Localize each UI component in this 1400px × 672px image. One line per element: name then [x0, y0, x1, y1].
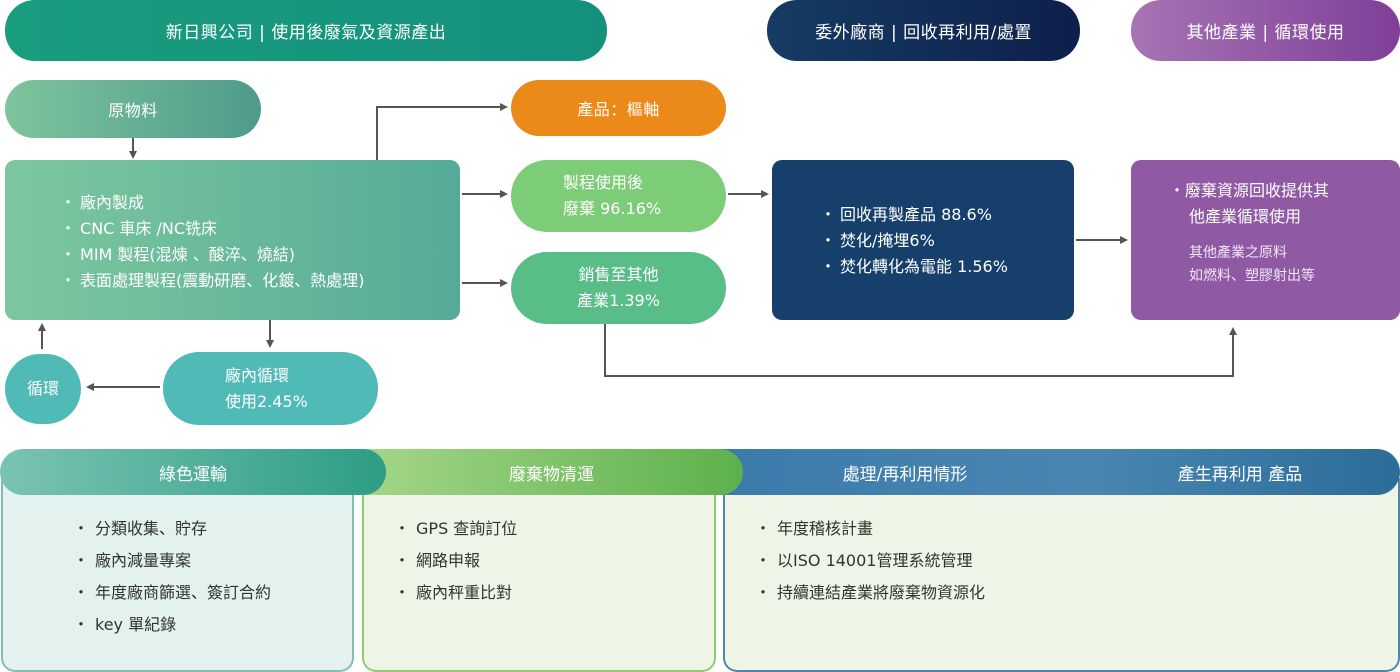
bar-reuse-products: 產生再利用 產品 — [1040, 449, 1400, 495]
panel-green-transport: 分類收集、貯存 廠內減量專案 年度廠商篩選、簽訂合約 key 單紀錄 — [1, 478, 354, 672]
panel-waste-clearance: GPS 查詢訂位 網路申報 廠內秤重比對 — [362, 478, 716, 672]
sold-to-other-node: 銷售至其他 產業1.39% — [511, 252, 726, 324]
internal-recycle-node: 廠內循環 使用2.45% — [163, 352, 378, 425]
other-bullet-line2: 他產業循環使用 — [1189, 207, 1302, 226]
sold-line2: 產業1.39% — [577, 291, 660, 310]
waste-clearance-list: GPS 查詢訂位 網路申報 廠內秤重比對 — [394, 513, 714, 609]
vendor-item: 回收再製產品 88.6% — [820, 202, 1074, 228]
process-item: MIM 製程(混煉 、酸淬、燒結) — [60, 242, 460, 268]
green-transport-item: 分類收集、貯存 — [73, 513, 352, 545]
arrow-process-to-product — [376, 103, 508, 160]
product-node: 產品：樞軸 — [511, 80, 726, 136]
green-transport-list: 分類收集、貯存 廠內減量專案 年度廠商篩選、簽訂合約 key 單紀錄 — [73, 513, 352, 641]
internal-recycle-line1: 廠內循環 — [225, 365, 290, 385]
other-bullet: ・廢棄資源回收提供其 他產業循環使用 — [1169, 178, 1400, 230]
header-other-industry: 其他產業 | 循環使用 — [1131, 0, 1400, 61]
loop-label: 循環 — [26, 379, 59, 398]
waste-clearance-item: 廠內秤重比對 — [394, 577, 714, 609]
sold-line1: 銷售至其他 — [578, 265, 659, 284]
green-transport-item: key 單紀錄 — [73, 609, 352, 641]
waste-clearance-item: 網路申報 — [394, 545, 714, 577]
process-list: 廠內製成 CNC 車床 /NC铣床 MIM 製程(混煉 、酸淬、燒結) 表面處理… — [60, 190, 460, 294]
vendor-item: 焚化/掩埋6% — [820, 228, 1074, 254]
process-item: CNC 車床 /NC铣床 — [60, 216, 460, 242]
waste-clearance-item: GPS 查詢訂位 — [394, 513, 714, 545]
process-item: 廠內製成 — [60, 190, 460, 216]
bar-waste-clearance: 廢棄物清運 — [340, 449, 743, 495]
other-bullet-line1: 廢棄資源回收提供其 — [1185, 181, 1330, 200]
other-note: 其他產業之原料 如燃料、塑膠射出等 — [1169, 242, 1400, 288]
vendor-list: 回收再製產品 88.6% 焚化/掩埋6% 焚化轉化為電能 1.56% — [820, 202, 1074, 280]
green-transport-item: 年度廠商篩選、簽訂合約 — [73, 577, 352, 609]
internal-recycle-line2: 使用2.45% — [225, 391, 308, 411]
bullet-dot: ・ — [1169, 181, 1186, 200]
raw-material-node: 原物料 — [5, 80, 261, 138]
bar-treatment: 處理/再利用情形 — [700, 449, 1090, 495]
green-transport-item: 廠內減量專案 — [73, 545, 352, 577]
loop-node: 循環 — [5, 354, 81, 424]
vendor-box: 回收再製產品 88.6% 焚化/掩埋6% 焚化轉化為電能 1.56% — [772, 160, 1074, 320]
process-item: 表面處理製程(震動研磨、化鍍、熱處理) — [60, 268, 460, 294]
treatment-item: 以ISO 14001管理系統管理 — [755, 545, 1398, 577]
treatment-list: 年度稽核計畫 以ISO 14001管理系統管理 持續連結產業將廢棄物資源化 — [755, 513, 1398, 609]
waste-line1: 製程使用後 — [563, 173, 644, 192]
waste-after-use-node: 製程使用後 廢棄 96.16% — [511, 160, 726, 232]
treatment-item: 年度稽核計畫 — [755, 513, 1398, 545]
treatment-item: 持續連結產業將廢棄物資源化 — [755, 577, 1398, 609]
other-industry-box: ・廢棄資源回收提供其 他產業循環使用 其他產業之原料 如燃料、塑膠射出等 — [1131, 160, 1400, 320]
waste-line2: 廢棄 96.16% — [563, 199, 662, 218]
arrow-sold-to-other — [604, 324, 1237, 377]
panel-treatment: 年度稽核計畫 以ISO 14001管理系統管理 持續連結產業將廢棄物資源化 — [723, 478, 1400, 672]
header-company: 新日興公司 | 使用後廢氣及資源產出 — [5, 0, 607, 61]
vendor-item: 焚化轉化為電能 1.56% — [820, 254, 1074, 280]
bar-green-transport: 綠色運輸 — [0, 449, 386, 495]
other-note-line1: 其他產業之原料 — [1189, 245, 1287, 261]
other-note-line2: 如燃料、塑膠射出等 — [1189, 268, 1315, 284]
process-box: 廠內製成 CNC 車床 /NC铣床 MIM 製程(混煉 、酸淬、燒結) 表面處理… — [5, 160, 460, 320]
header-vendor: 委外廠商 | 回收再利用/處置 — [767, 0, 1080, 61]
